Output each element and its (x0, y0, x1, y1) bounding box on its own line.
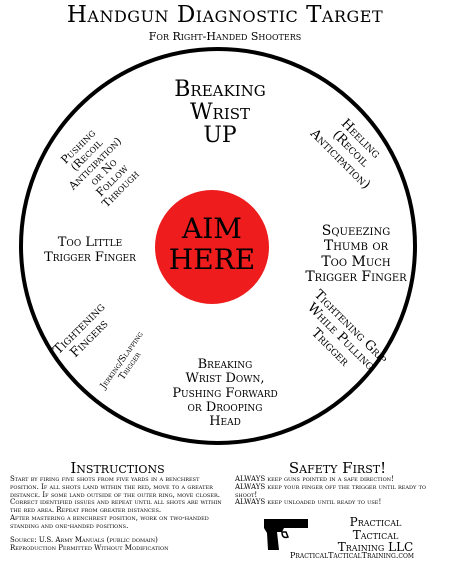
brand-name: Practical Tactical Training LLC (337, 515, 414, 555)
safety-heading: Safety First! (288, 459, 387, 477)
source-note: Source: U.S. Army Manuals (public domain… (10, 536, 169, 552)
brand-url[interactable]: PracticalTacticalTraining.com (289, 551, 415, 560)
aim-here-label: AIM HERE (168, 212, 256, 276)
outer-ring (19, 47, 417, 445)
page-title: Handgun Diagnostic Target (66, 2, 384, 28)
too-little-trigger-finger-label: Too Little Trigger Finger (44, 235, 136, 265)
safety-rules: ALWAYS keep guns pointed in a safe direc… (235, 475, 427, 507)
page-subtitle: For Right-Handed Shooters (148, 30, 302, 43)
squeezing-thumb-label: Squeezing Thumb or Too Much Trigger Fing… (305, 223, 407, 286)
instructions-heading: Instructions (70, 459, 165, 477)
breaking-wrist-up-label: Breaking Wrist UP (174, 77, 266, 149)
bullseye (155, 190, 269, 304)
breaking-wrist-down-label: Breaking Wrist Down, Pushing Forward or … (172, 357, 278, 430)
pistol-icon (264, 519, 308, 550)
instructions-body: Start by firing five shots from five yar… (10, 475, 222, 530)
